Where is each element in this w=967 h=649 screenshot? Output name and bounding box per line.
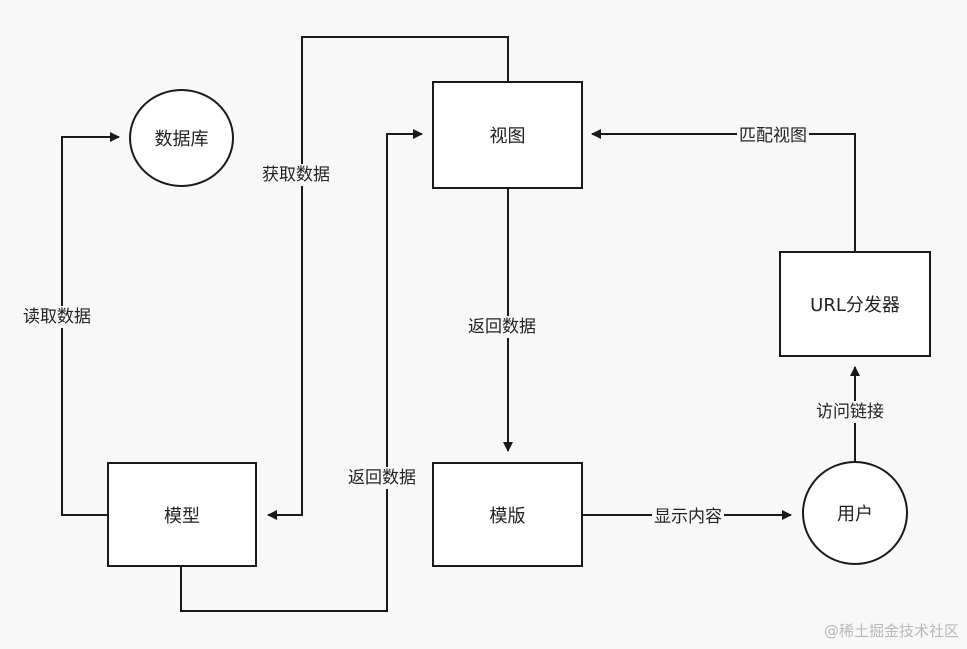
edge-model-to-view: [180, 129, 423, 612]
edge-label-return-data-model: 返回数据: [346, 467, 418, 489]
model-label: 模型: [164, 505, 200, 527]
template-label: 模版: [489, 505, 526, 527]
user-label: 用户: [837, 504, 873, 525]
edge-label-fetch-data: 获取数据: [260, 164, 332, 186]
view-label: 视图: [489, 126, 526, 147]
url-dispatcher-node: URL分发器: [779, 251, 931, 357]
edge-dispatcher-to-view: [591, 129, 856, 251]
template-node: 模版: [432, 462, 583, 567]
edge-label-return-data-view: 返回数据: [466, 316, 538, 338]
database-node: 数据库: [129, 89, 234, 187]
model-node: 模型: [107, 462, 257, 567]
edge-label-show-content: 显示内容: [652, 506, 724, 528]
watermark-text: @稀土掘金技术社区: [823, 622, 959, 640]
edge-label-read-data: 读取数据: [21, 306, 93, 328]
edge-view-to-model: [267, 36, 509, 520]
view-node: 视图: [432, 81, 583, 189]
edge-label-match-view: 匹配视图: [737, 125, 809, 147]
url-dispatcher-label: URL分发器: [810, 295, 900, 316]
user-node: 用户: [802, 461, 908, 565]
edge-label-visit-link: 访问链接: [814, 401, 886, 423]
database-label: 数据库: [154, 129, 209, 150]
